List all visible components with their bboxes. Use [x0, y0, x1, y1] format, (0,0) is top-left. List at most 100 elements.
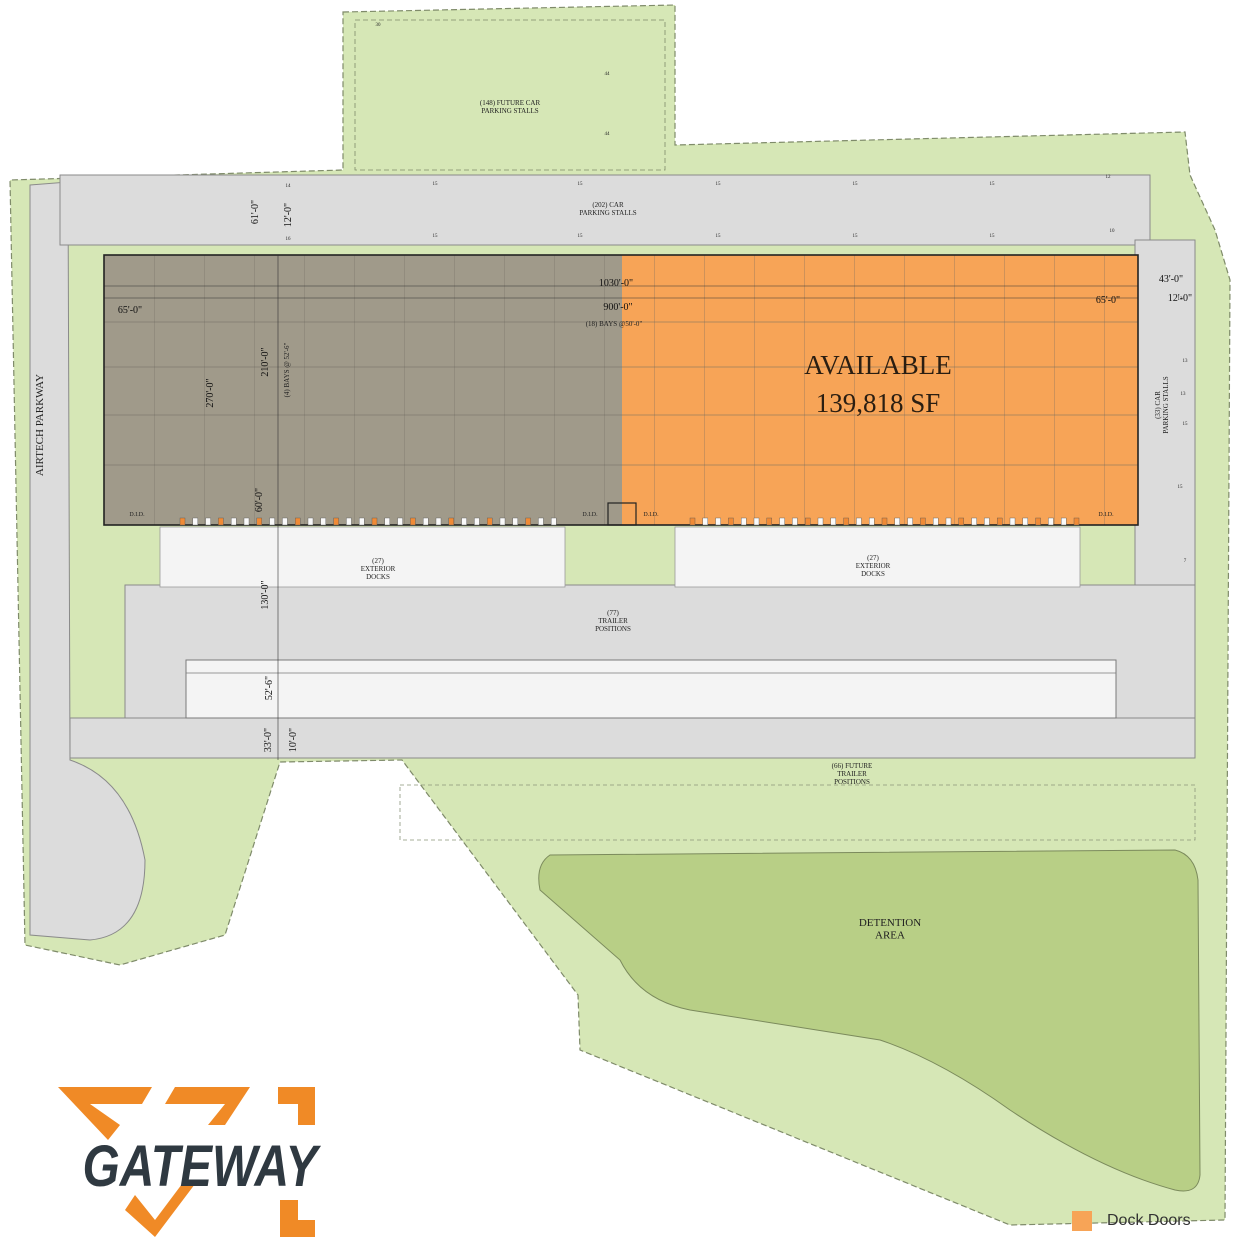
dock-door	[346, 517, 352, 526]
dim-trailer-stall: 52'-6"	[264, 676, 275, 700]
logo-left-chevron	[58, 1087, 152, 1140]
dim-north-walk-text: 12'-0"	[283, 203, 294, 227]
stall-count: 15	[433, 182, 439, 187]
dock-door	[384, 517, 390, 526]
dim-bays-short: (4) BAYS @ 52'-6"	[283, 342, 291, 397]
dim-truck-court: 130'-0"	[260, 580, 271, 609]
logo-bottom-chevron	[125, 1180, 198, 1237]
stall-count: 16	[286, 237, 292, 242]
dock-door	[933, 517, 939, 526]
dim-north-drive-text: 61'-0"	[250, 200, 261, 224]
dock-door	[295, 517, 301, 526]
north-parking-lot	[59, 174, 1151, 246]
dim-south-drive-text: 33'-0"	[263, 728, 274, 752]
dock-door	[779, 517, 785, 526]
stall-count: 15	[853, 182, 859, 187]
dim-speed-bay-text: 60'-0"	[254, 488, 265, 512]
dock-door	[269, 517, 275, 526]
dim-depth-inner: 210'-0"	[260, 347, 271, 376]
east-car-parking-text: (33) CARPARKING STALLS	[1154, 376, 1170, 433]
dock-door	[179, 517, 186, 526]
trailer-stall-row	[185, 659, 1117, 719]
legend-label: Dock Doors	[1107, 1212, 1191, 1229]
dim-truck-court-text: 130'-0"	[260, 580, 271, 609]
logo-wordmark: GATEWAY	[83, 1134, 322, 1199]
dock-door	[907, 517, 913, 526]
dock-door	[243, 517, 250, 526]
airtech-parkway-text: AIRTECH PARKWAY	[34, 374, 46, 476]
dim-depth-total-text: 270'-0"	[205, 378, 216, 407]
did-label-3: D.I.D.	[643, 512, 659, 518]
airtech-parkway-road	[29, 181, 146, 941]
dock-door	[448, 517, 454, 526]
dock-door	[371, 517, 378, 526]
west-dock-apron	[159, 526, 566, 588]
dim-east-walk: 12'-0"	[1168, 293, 1192, 304]
dock-door	[805, 517, 811, 526]
stall-count: 10	[1110, 229, 1116, 234]
dim-south-drive: 33'-0"	[263, 728, 274, 752]
did-label-4: D.I.D.	[1098, 512, 1114, 518]
dock-door	[538, 517, 544, 526]
stall-count: 15	[716, 182, 722, 187]
stall-count: 15	[716, 234, 722, 239]
stall-count: 15	[990, 234, 996, 239]
dock-door	[359, 517, 365, 526]
dock-door	[1060, 517, 1067, 526]
future-trailer-positions	[399, 784, 1196, 841]
dim-bays-short-text: (4) BAYS @ 52'-6"	[283, 342, 291, 397]
stall-count: 7	[1184, 559, 1187, 564]
dock-door	[869, 517, 875, 526]
dock-door	[1009, 517, 1016, 526]
stall-count: 15	[578, 234, 584, 239]
dock-door	[984, 517, 990, 526]
stall-count: 15	[578, 182, 584, 187]
east-car-parking-label: (33) CARPARKING STALLS	[1154, 376, 1170, 433]
dock-door	[205, 517, 211, 526]
dock-door	[512, 517, 518, 526]
stall-count: 44	[605, 132, 611, 137]
dock-door	[230, 517, 237, 526]
dim-east-drive: 43'-0"	[1159, 274, 1183, 285]
stall-count: 13	[1178, 297, 1184, 302]
dim-length-inner: 900'-0"	[603, 302, 632, 313]
dock-door	[741, 517, 747, 526]
dock-door	[997, 517, 1003, 526]
dock-door	[487, 517, 493, 526]
stall-count: 13	[1183, 359, 1189, 364]
did-label-2: D.I.D.	[582, 512, 598, 518]
dim-trailer-stall-text: 52'-6"	[264, 676, 275, 700]
stall-count: 13	[1181, 392, 1187, 397]
dock-door	[881, 517, 888, 526]
dock-door	[1035, 517, 1041, 526]
stall-count: 15	[990, 182, 996, 187]
logo-bottom-bracket	[280, 1200, 315, 1237]
dim-bays-long: (18) BAYS @50'-0"	[586, 320, 643, 328]
dock-door	[894, 517, 900, 526]
dock-doors	[179, 517, 1080, 526]
south-drive	[69, 717, 1196, 759]
dock-door	[218, 517, 224, 526]
dock-door	[728, 517, 734, 526]
dock-door	[474, 517, 480, 526]
stall-count: 15	[1178, 485, 1184, 490]
stall-count: 15	[433, 234, 439, 239]
dim-depth-inner-text: 210'-0"	[260, 347, 271, 376]
dock-door	[817, 517, 824, 526]
dock-door	[320, 517, 326, 526]
dim-length-total: 1030'-0"	[599, 278, 633, 289]
dock-door	[1022, 517, 1028, 526]
office-corner	[607, 502, 637, 526]
dock-door	[551, 517, 557, 526]
dock-door	[307, 517, 314, 526]
did-label-1: D.I.D.	[129, 512, 145, 518]
dock-door	[282, 517, 288, 526]
dim-end-west: 65'-0"	[118, 305, 142, 316]
dim-depth-total: 270'-0"	[205, 378, 216, 407]
dock-door	[192, 517, 199, 526]
